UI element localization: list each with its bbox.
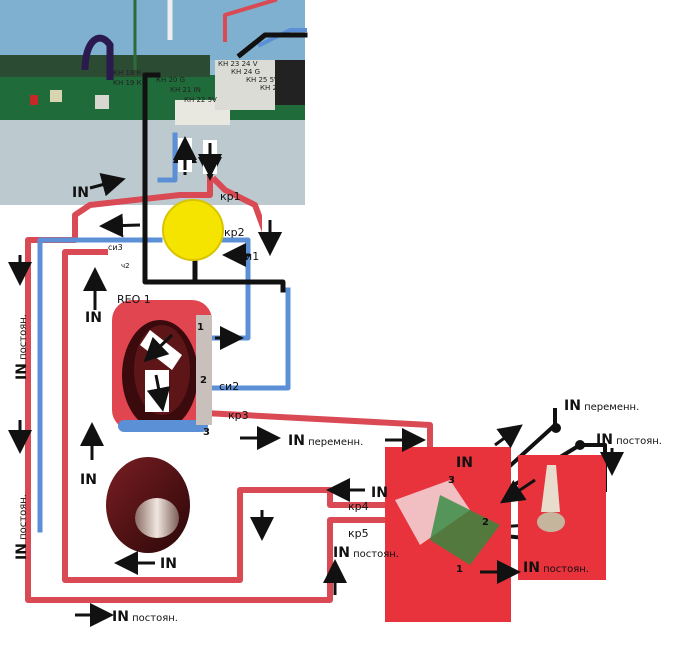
rheostat-reo1 <box>112 300 212 432</box>
in-label-switch: IN <box>456 455 473 471</box>
highlighted-arrows <box>140 136 282 412</box>
in-ac-label-switch: IN переменн. <box>564 398 639 414</box>
blue-wire-si2 <box>207 287 291 391</box>
switch-pin-2: 2 <box>482 517 489 528</box>
label-kr4: кр4 <box>348 500 369 513</box>
in-ac-label-kr3: IN переменн. <box>288 433 363 449</box>
in-dc-label-left-upper: IN постоян. <box>14 314 30 380</box>
terminal-labels: КН 18 К- КН 19 К+ КН 20 G КН 21 IN КН 22… <box>113 60 288 104</box>
terminal-kh20: КН 20 G <box>156 76 185 84</box>
in-dc-label-bottom: IN постоян. <box>112 609 178 625</box>
in-dc-label-left-lower: IN постоян. <box>14 494 30 560</box>
red-wire-middle-loop <box>62 249 445 583</box>
label-si1: си1 <box>239 250 259 263</box>
terminal-kh18: КН 18 К- <box>113 69 145 77</box>
label-ch2: ч2 <box>121 262 130 270</box>
terminal-kh19: КН 19 К+ <box>113 79 148 87</box>
in-dc-label-kr5: IN постоян. <box>333 545 399 561</box>
toggle-switch-assembly <box>385 423 606 622</box>
red-wire-top <box>223 0 278 42</box>
rheostat-knob <box>106 457 190 553</box>
rheostat-pin-3: 3 <box>203 427 210 438</box>
terminal-kh23: КН 23 24 V <box>218 60 258 68</box>
coil-wire <box>81 34 114 80</box>
black-wire-top <box>236 32 308 59</box>
in-label-board: IN <box>72 185 89 201</box>
in-label-bottom-loop: IN <box>160 556 177 572</box>
label-kr2: кр2 <box>224 226 245 239</box>
signal-labels: IN IN IN IN IN IN IN переменн. IN переме… <box>14 185 662 625</box>
label-si2: си2 <box>219 380 239 393</box>
relay-block <box>275 60 305 105</box>
terminal-kh25: КН 25 5V <box>246 76 279 84</box>
label-si3: си3 <box>108 243 123 252</box>
label-kr3: кр3 <box>228 409 249 422</box>
in-label-knob: IN <box>80 472 97 488</box>
blue-wire-top <box>257 28 307 48</box>
terminal-kh21: КН 21 IN <box>170 86 201 94</box>
in-label-rheostat: IN <box>85 310 102 326</box>
in-label-kr4: IN <box>371 485 388 501</box>
red-wire-kr1 <box>210 175 269 236</box>
in-dc-label-right: IN постоян. <box>523 560 589 576</box>
rheostat-pin-2: 2 <box>200 375 207 386</box>
wire-labels: кр1 кр2 си1 си3 ч2 REO 1 1 2 си2 кр3 3 к… <box>108 190 489 575</box>
terminal-kh24: КН 24 G <box>231 68 260 76</box>
switch-pin-1: 1 <box>456 564 463 575</box>
rheostat-pin-1: 1 <box>197 322 204 333</box>
switch-pin-3: 3 <box>448 475 455 486</box>
label-kr5: кр5 <box>348 527 369 540</box>
terminal-kh22: КН 22 5V <box>184 96 217 104</box>
blue-wire-si3 <box>37 237 163 533</box>
in-dc-label-switch: IN постоян. <box>596 432 662 448</box>
label-reo1: REO 1 <box>117 293 151 306</box>
control-board-photo: КН 18 К- КН 19 К+ КН 20 G КН 21 IN КН 22… <box>0 0 305 205</box>
black-wire-main <box>142 72 286 293</box>
label-kr1: кр1 <box>220 190 241 203</box>
terminal-kh26: КН 26 L <box>260 84 288 92</box>
indicator-lamp <box>162 199 224 261</box>
